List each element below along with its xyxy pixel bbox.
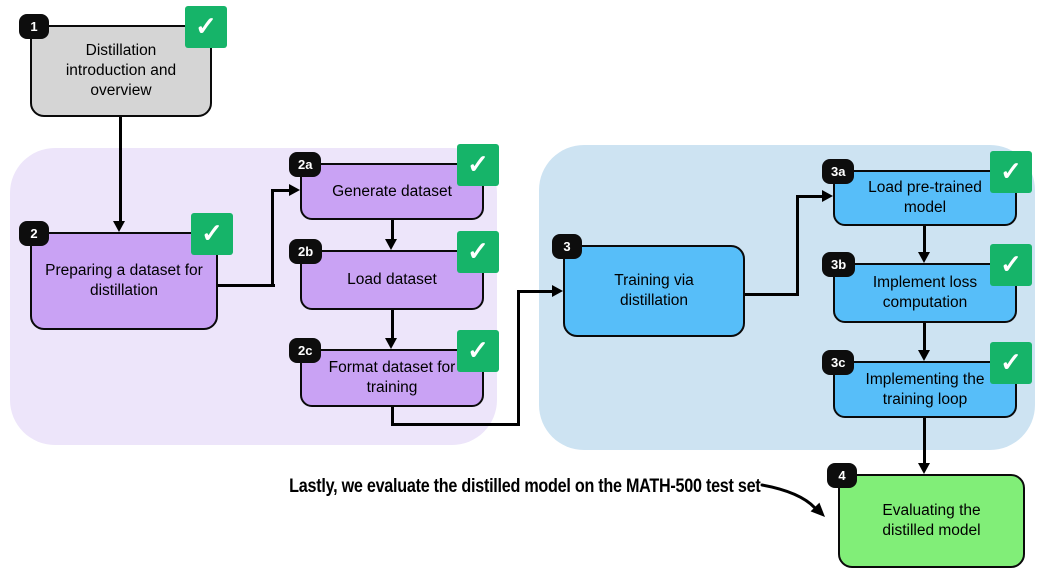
node-label: Implement loss computation bbox=[872, 274, 978, 311]
curved-arrow-icon bbox=[760, 483, 825, 517]
check-icon: ✓ bbox=[990, 151, 1032, 193]
node-3a-load-pretrained-model: 3a ✓ Load pre-trained model bbox=[822, 151, 1032, 226]
check-icon: ✓ bbox=[185, 6, 227, 48]
connector-3-to-3a bbox=[796, 195, 822, 198]
arrowhead bbox=[289, 184, 300, 196]
node-2c-format-dataset: 2c ✓ Format dataset for training bbox=[289, 330, 499, 407]
node-2a-generate-dataset: 2a ✓ Generate dataset bbox=[289, 144, 499, 220]
connector-2b-to-2c bbox=[391, 310, 394, 339]
node-3-training-via-distillation: 3 Training via distillation bbox=[552, 234, 745, 337]
arrowhead bbox=[918, 350, 930, 361]
check-icon: ✓ bbox=[457, 144, 499, 186]
node-3c-training-loop: 3c ✓ Implementing the training loop bbox=[822, 342, 1032, 418]
step-badge: 3 bbox=[552, 234, 582, 259]
step-badge: 3b bbox=[822, 252, 856, 277]
step-badge: 3c bbox=[822, 350, 855, 375]
step-badge: 1 bbox=[19, 14, 49, 39]
connector-1-to-2 bbox=[119, 117, 122, 222]
step-badge: 3a bbox=[822, 159, 855, 184]
check-icon: ✓ bbox=[191, 213, 233, 255]
node-1-distillation-introduction: 1 ✓ Distillation introduction and overvi… bbox=[19, 6, 227, 117]
node-4-evaluating-model: 4 Evaluating the distilled model bbox=[827, 463, 1025, 568]
check-icon: ✓ bbox=[990, 244, 1032, 286]
step-badge: 4 bbox=[827, 463, 857, 488]
node-label: Preparing a dataset for distillation bbox=[45, 262, 203, 299]
arrowhead bbox=[822, 190, 833, 202]
connector-2-to-2a bbox=[271, 189, 274, 286]
node-label: Load dataset bbox=[347, 271, 437, 289]
node-2-preparing-dataset: 2 ✓ Preparing a dataset for distillation bbox=[19, 213, 233, 330]
connector-3c-to-4 bbox=[923, 418, 926, 464]
node-label: Format dataset for training bbox=[328, 359, 456, 396]
arrowhead bbox=[385, 239, 397, 250]
connector-3-to-3a bbox=[745, 293, 799, 296]
connector-2c-to-3 bbox=[391, 407, 394, 426]
step-badge: 2c bbox=[289, 338, 322, 363]
node-2b-load-dataset: 2b ✓ Load dataset bbox=[289, 231, 499, 310]
connector-2c-to-3 bbox=[517, 290, 520, 426]
step-badge: 2b bbox=[289, 239, 323, 264]
step-badge: 2 bbox=[19, 221, 49, 246]
connector-2-to-2a bbox=[272, 189, 290, 192]
check-icon: ✓ bbox=[457, 231, 499, 273]
arrowhead bbox=[918, 252, 930, 263]
connector-2c-to-3 bbox=[517, 290, 552, 293]
step-badge: 2a bbox=[289, 152, 322, 177]
node-label: Distillation introduction and overview bbox=[65, 42, 177, 99]
connector-2a-to-2b bbox=[391, 220, 394, 240]
node-label: Generate dataset bbox=[332, 182, 452, 200]
arrowhead bbox=[113, 221, 125, 232]
arrowhead bbox=[918, 463, 930, 474]
check-icon: ✓ bbox=[990, 342, 1032, 384]
connector-2-to-2a bbox=[218, 284, 275, 287]
node-label: Implementing the training loop bbox=[865, 370, 985, 408]
check-icon: ✓ bbox=[457, 330, 499, 372]
connector-3b-to-3c bbox=[923, 323, 926, 351]
node-3b-implement-loss: 3b ✓ Implement loss computation bbox=[822, 244, 1032, 323]
connector-2c-to-3 bbox=[391, 423, 520, 426]
arrowhead bbox=[552, 285, 563, 297]
annotation-text: Lastly, we evaluate the distilled model … bbox=[288, 476, 761, 497]
arrowhead bbox=[385, 338, 397, 349]
node-label: Load pre-trained model bbox=[868, 179, 982, 216]
node-label: Evaluating the distilled model bbox=[882, 502, 981, 539]
node-label: Training via distillation bbox=[614, 272, 694, 309]
connector-3-to-3a bbox=[796, 195, 799, 296]
connector-3a-to-3b bbox=[923, 226, 926, 253]
